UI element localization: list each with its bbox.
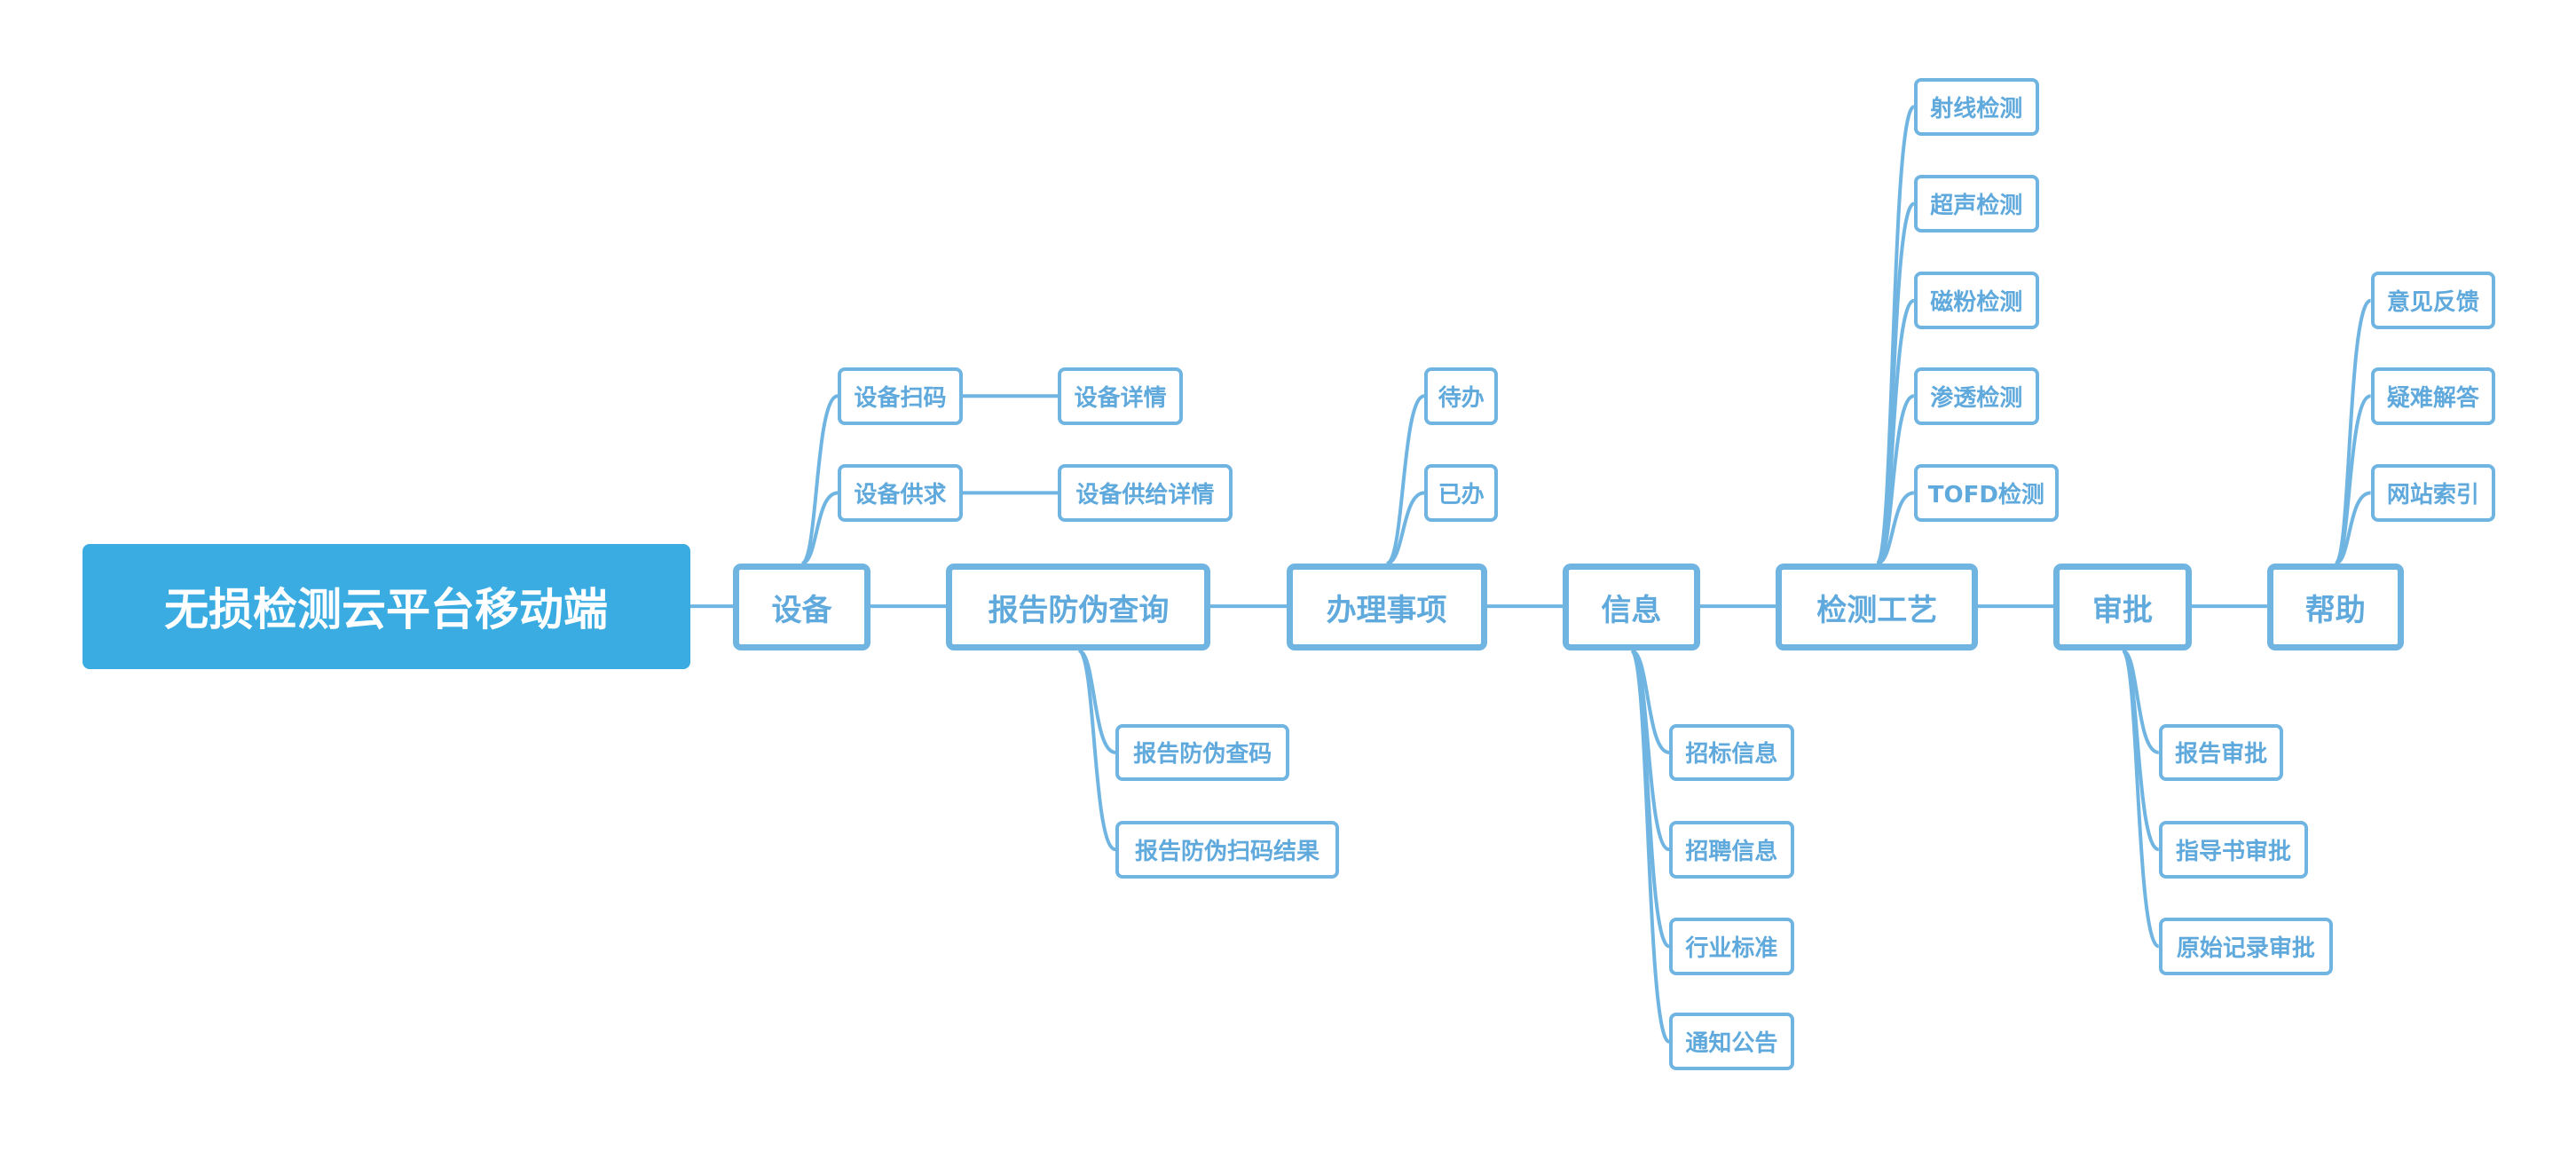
sub-node[interactable]: 行业标准 [1669,918,1794,975]
connector-line [1629,649,1671,1044]
sub-node[interactable]: 通知公告 [1669,1013,1794,1071]
sub-node[interactable]: 磁粉检测 [1913,272,2039,330]
branch-node[interactable]: 设备 [732,564,871,651]
branch-node[interactable]: 信息 [1562,564,1701,651]
connector-line [1385,394,1425,566]
sub-node[interactable]: 已办 [1424,464,1499,522]
sub-node[interactable]: 指导书审批 [2158,820,2309,879]
sub-node[interactable]: 报告审批 [2158,723,2284,782]
sub-node[interactable]: 设备扫码 [838,367,963,425]
sub-node[interactable]: 报告防伪扫码结果 [1115,820,1339,879]
connector-line [2121,649,2160,949]
branch-node[interactable]: 审批 [2053,564,2192,651]
connector-line [2335,491,2372,566]
sub-node[interactable]: 射线检测 [1913,77,2039,136]
connector-line [1077,649,1116,852]
sub-node[interactable]: 超声检测 [1913,175,2039,233]
connector-line [2334,394,2372,566]
sub-node[interactable]: 招标信息 [1669,723,1794,782]
sub-node[interactable]: 意见反馈 [2370,272,2496,330]
sub-node[interactable]: 网站索引 [2370,464,2496,522]
sub-node[interactable]: TOFD检测 [1913,464,2059,522]
connector-line [800,394,839,566]
sub-node[interactable]: 待办 [1424,367,1499,425]
sub-node[interactable]: 报告防伪查码 [1115,723,1290,782]
root-node[interactable]: 无损检测云平台移动端 [82,543,690,669]
branch-node[interactable]: 检测工艺 [1776,564,1979,651]
branch-node[interactable]: 帮助 [2266,564,2404,651]
branch-node[interactable]: 办理事项 [1286,564,1487,651]
connector-line [1876,394,1915,566]
branch-node[interactable]: 报告防伪查询 [946,564,1211,651]
detail-node[interactable]: 设备详情 [1058,367,1183,425]
sub-node[interactable]: 疑难解答 [2370,367,2496,425]
detail-node[interactable]: 设备供给详情 [1058,464,1233,522]
connector-line [1876,491,1915,566]
connector-line [1385,491,1425,566]
sub-node[interactable]: 渗透检测 [1913,367,2039,425]
sub-node[interactable]: 招聘信息 [1669,820,1794,879]
connector-line [800,491,839,566]
sub-node[interactable]: 设备供求 [838,464,963,522]
sub-node[interactable]: 原始记录审批 [2158,918,2333,975]
